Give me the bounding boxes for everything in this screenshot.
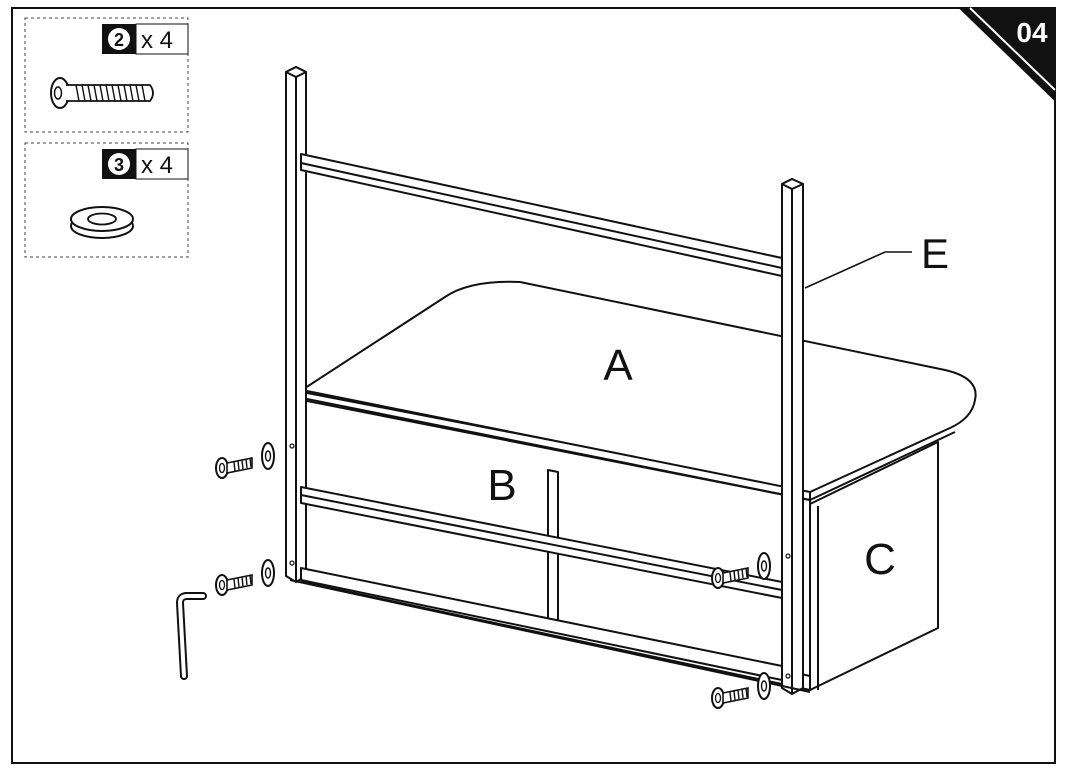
label-frame: E [921, 230, 949, 277]
label-top-panel: A [603, 341, 633, 390]
side-panel-c [809, 441, 939, 691]
frame-leader-line [804, 251, 912, 289]
hex-key-icon [176, 592, 207, 680]
screw-quantity: x 4 [141, 27, 173, 54]
washer-icon [70, 206, 134, 239]
bolt-icon [50, 77, 154, 109]
step-number: 04 [1016, 17, 1048, 48]
frame-top-rail [300, 153, 783, 277]
parts-box-screw: 2 x 4 [24, 17, 189, 133]
frame-post-left [285, 66, 307, 583]
frame-post-right [781, 178, 804, 695]
washer-quantity: x 4 [141, 152, 173, 179]
frame-lower-rail [300, 567, 783, 681]
washer-part-number: 3 [114, 155, 124, 175]
parts-box-washer: 3 x 4 [24, 142, 189, 258]
step-badge: 04 [959, 7, 1056, 101]
screw-part-number: 2 [114, 30, 124, 50]
cabinet-assembly [285, 66, 977, 695]
frame-middle-rail [300, 486, 783, 599]
label-side-panel: C [864, 535, 896, 584]
top-panel-a [301, 280, 977, 501]
label-front-panel: B [487, 461, 516, 510]
